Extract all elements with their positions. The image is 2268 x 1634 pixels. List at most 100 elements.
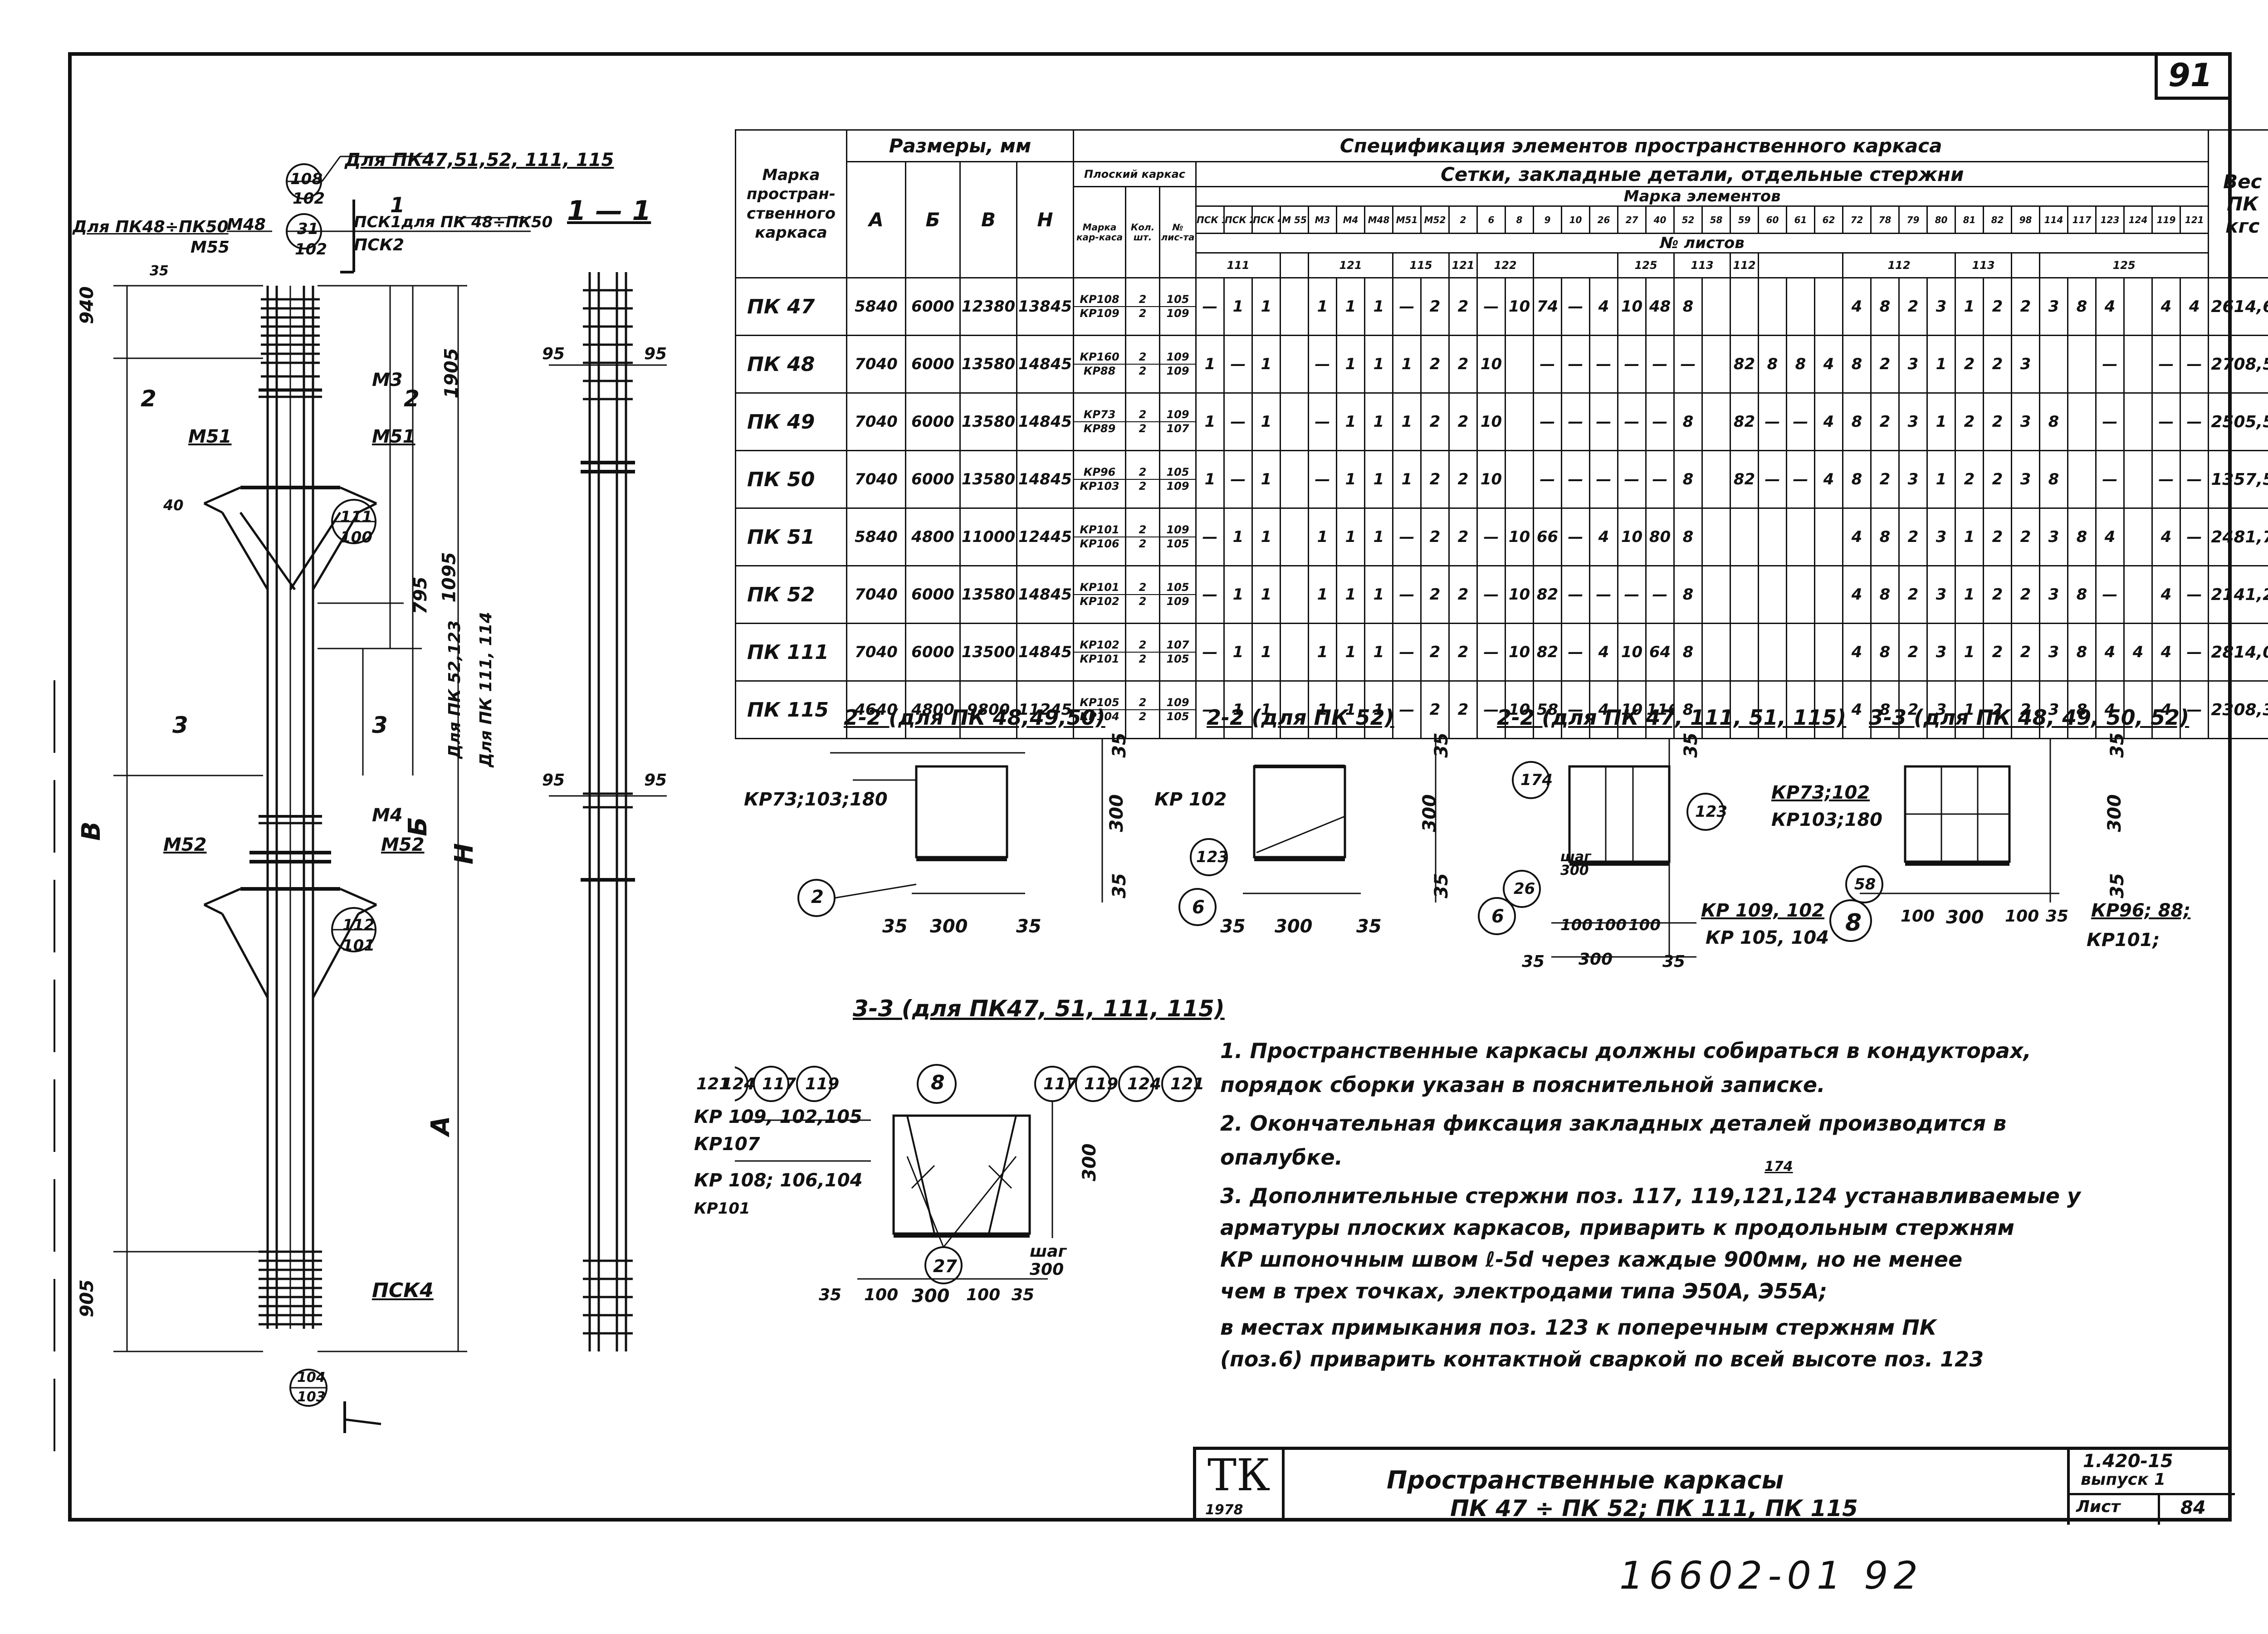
spec-cell-elem: — [1195,565,1225,624]
spec-cell-elem: — [1589,450,1619,509]
spec-cell-elem: 10 [1476,450,1506,509]
spec-cell-elem: 1 [1251,335,1281,394]
spec-cell-elem: 8 [1870,565,1900,624]
spec-cell-elem: 48 [1645,277,1675,336]
note-line-8: чем в трех точках, электродами типа Э50А… [1220,1279,1828,1303]
s33b-br-2: 119 [1084,1075,1119,1093]
s33a-b8: 8 [1845,909,1862,937]
s33b-kr3: КР 108; 106,104 [694,1170,863,1191]
spec-cell-elem: 8 [1758,335,1788,394]
title-logo-cell: ТК 1978 [1196,1450,1285,1522]
spec-elem-header: 62 [1814,205,1844,234]
spec-cell-elem: 3 [1898,335,1928,394]
spec-cell-ls-line: 109 [1166,307,1189,320]
title-divider [2067,1450,2070,1525]
spec-cell-elem: 10 [1505,507,1535,566]
s33b-br-4: 121 [1170,1075,1205,1093]
spec-cell-elem: 4 [1842,680,1872,739]
spec-cell-elem: 2 [1420,507,1450,566]
spec-cell-b: 4800 [905,507,961,566]
spec-cell-v: 12380 [959,277,1017,336]
spec-cell-elem [1814,623,1844,682]
spec-cell-elem [1758,623,1788,682]
spec-cell-weight: 2481,7 [2208,507,2268,566]
spec-cell-elem: 4 [2095,277,2125,336]
spec-cell-elem: 1 [1955,623,1984,682]
spec-cell-elem: — [1758,392,1788,451]
bubble-111-upper: 111 [340,508,372,526]
spec-cell-elem: 3 [2011,450,2041,509]
spec-cell-b: 6000 [905,450,961,509]
s33b-d100b: 100 [966,1286,1001,1304]
spec-cell-ls-line: 109 [1161,351,1195,365]
spec-flat-mark: Марка кар-каса [1073,186,1127,278]
spec-cell-elem: 10 [1617,507,1647,566]
s33b-kr1: КР 109, 102,105 [694,1107,862,1127]
s33a-d35: 35 [2046,907,2069,926]
spec-cell-mark: ПК 51 [735,507,847,566]
spec-cell-v: 13580 [959,392,1017,451]
spec-cell-elem: — [1533,392,1563,451]
spec-cell-elem: 4 [1589,680,1619,739]
spec-cell-elem: 3 [2039,565,2069,624]
label-m3: М3 [372,370,403,390]
spec-cell-elem: — [1223,450,1253,509]
spec-cell-elem: 4 [2151,623,2181,682]
spec-flat-qty: Кол. шт. [1125,186,1161,278]
spec-cell-elem: 8 [1673,277,1703,336]
section-mark-2-right: 2 [404,385,420,412]
spec-cell-elem: — [2151,335,2181,394]
spec-cell-elem: 8 [1842,335,1872,394]
spec-elem-header: 9 [1533,205,1563,234]
spec-cell-elem: 4 [2151,277,2181,336]
title-hline [2067,1493,2235,1495]
s22a-d35b: 35 [1016,916,1041,937]
bubble-112-lower: 101 [342,937,375,955]
title-year: 1978 [1205,1502,1243,1518]
spec-cell-elem: 2 [2011,565,2041,624]
spec-cell-elem: 8 [2067,623,2097,682]
spec-cell-weight: 2708,5 [2208,335,2268,394]
spec-cell-elem: 1 [1336,450,1366,509]
spec-flat-title: Плоский каркас [1073,161,1197,187]
spec-cell-elem: 8 [2067,680,2097,739]
title-issue: выпуск 1 [2081,1470,2166,1489]
s22c-d35b: 35 [1662,952,1686,971]
sheet-number: 91 [2168,57,2213,94]
label-psk2: ПСК2 [354,236,405,254]
spec-cell-elem: — [1223,392,1253,451]
spec-cell-elem: 4 [1589,507,1619,566]
spec-cell-elem: 4 [1589,277,1619,336]
spec-cell-elem: 8 [2067,565,2097,624]
spec-cell-elem: 2 [1420,335,1450,394]
spec-cell-ls-line: 109 [1161,696,1195,710]
s22c-title: 2-2 (для ПК 47, 111, 51, 115) [1497,705,1847,730]
dim-95-a: 95 [542,345,565,363]
spec-cell-a: 7040 [846,623,906,682]
s22c-d300: 300 [1579,950,1613,969]
s22a-kr: КР73;103;180 [744,789,888,810]
spec-col-mark: Марка простран-ственного каркаса [735,129,847,278]
spec-cell-elem: 3 [1926,277,1956,336]
spec-cell-elem: 3 [2039,277,2069,336]
spec-cell-elem: 2 [2011,680,2041,739]
spec-cell-q-line: 2 [1139,595,1147,608]
spec-cell-elem: 4 [1842,565,1872,624]
spec-cell-elem [1758,680,1788,739]
spec-cell-elem: — [1392,680,1422,739]
spec-cell-elem [1701,450,1731,509]
s22c-b26: 26 [1514,880,1535,898]
spec-cell-b: 6000 [905,565,961,624]
spec-cell-q-line: 2 [1139,422,1147,435]
spec-cell-h: 13845 [1016,277,1075,336]
spec-cell-elem: — [1533,450,1563,509]
spec-cell-elem: 1 [1195,392,1225,451]
spec-elem-header: 78 [1870,205,1900,234]
